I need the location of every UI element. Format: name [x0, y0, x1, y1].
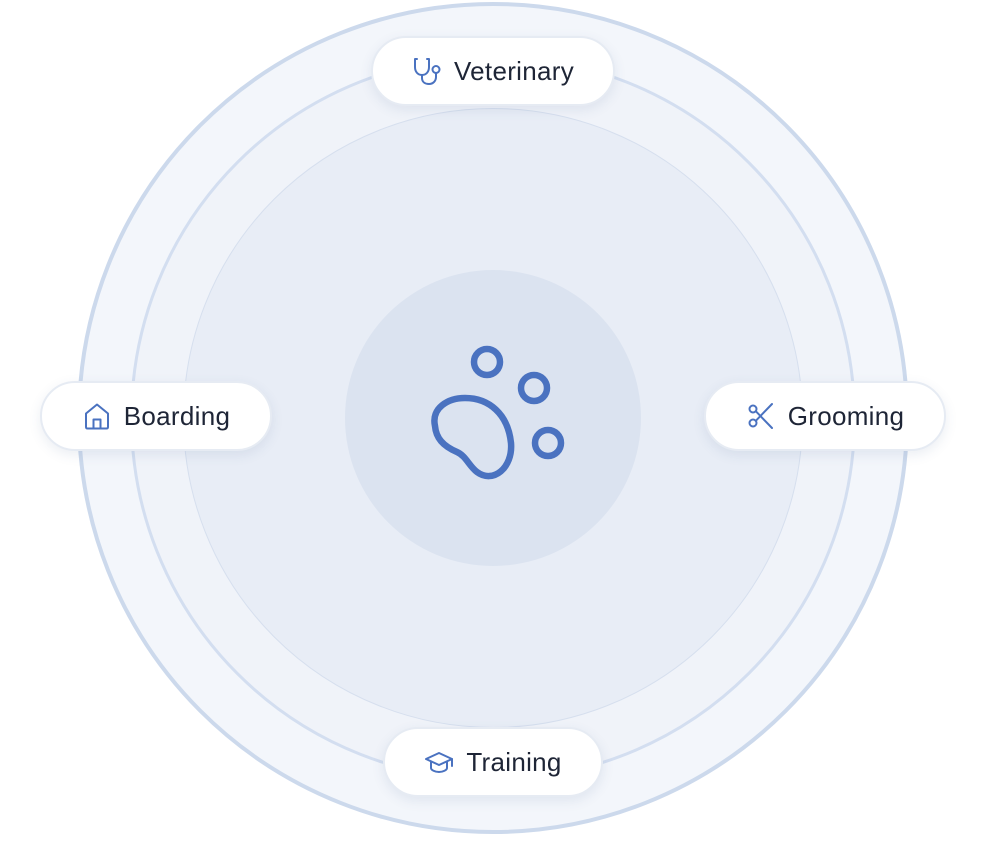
house-icon: [82, 401, 112, 431]
service-training-button[interactable]: Training: [383, 727, 603, 797]
service-label: Veterinary: [453, 55, 575, 86]
service-grooming-button[interactable]: Grooming: [704, 381, 946, 451]
service-boarding-button[interactable]: Boarding: [40, 381, 272, 451]
center-hub: [345, 270, 641, 566]
scissors-icon: [746, 401, 776, 431]
service-label: Boarding: [123, 400, 231, 431]
service-label: Training: [466, 746, 562, 777]
paw-icon: [431, 345, 565, 480]
graduation-cap-icon: [424, 747, 454, 777]
service-label: Grooming: [787, 400, 905, 431]
stethoscope-icon: [412, 56, 442, 86]
service-veterinary-button[interactable]: Veterinary: [371, 36, 615, 106]
